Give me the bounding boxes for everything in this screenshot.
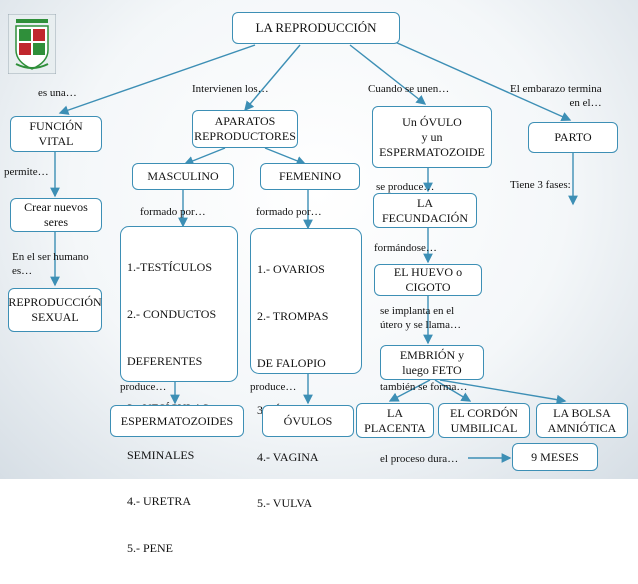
school-crest-logo [8,14,56,74]
connector-arrows [50,41,578,463]
huevo-cigoto-node: EL HUEVO o CIGOTO [374,264,482,296]
reproduccion-sexual-node: REPRODUCCIÓN SEXUAL [8,288,102,332]
label-se-produce: se produce… [376,181,435,193]
crear-nuevos-seres-node: Crear nuevos seres [10,198,102,232]
female-organ-item: 2.- TROMPAS [257,309,329,324]
label-tiene-3-fases: Tiene 3 fases: [510,179,571,191]
label-intervienen: Intervienen los… [192,83,269,95]
ovulo-espermatozoide-node: Un ÓVULO y un ESPERMATOZOIDE [372,106,492,168]
label-tambien-se-forma: también se forma… [380,381,468,393]
label-formandose: formándose… [374,242,437,254]
male-organ-item: 4.- URETRA [127,494,191,509]
male-organ-item: 5.- PENE [127,541,173,556]
label-se-implanta: se implanta en el útero y se llama… [380,305,461,332]
male-organ-item: DEFERENTES [127,353,203,368]
male-organ-item: 1.-TESTÍCULOS [127,260,212,275]
masculino-node: MASCULINO [132,163,234,190]
label-produce-masculino: produce… [120,381,167,393]
aparatos-reproductores-node: APARATOS REPRODUCTORES [192,110,298,148]
placenta-node: LA PLACENTA [356,403,434,438]
embrion-feto-node: EMBRIÓN y luego FETO [380,345,484,380]
ovulos-node: ÓVULOS [262,405,354,437]
female-organ-item: 4.- VAGINA [257,449,319,464]
espermatozoides-node: ESPERMATOZOIDES [110,405,244,437]
male-organs-list: 1.-TESTÍCULOS 2.- CONDUCTOS DEFERENTES 3… [120,226,238,555]
female-organ-item: 1.- OVARIOS [257,262,325,277]
cordon-umbilical-node: EL CORDÓN UMBILICAL [438,403,530,438]
female-organs-list: 1.- OVARIOS 2.- TROMPAS DE FALOPIO 3.- Ú… [250,228,362,510]
diagram-title: LA REPRODUCCIÓN [232,12,400,44]
label-permite: permite… [4,166,49,178]
female-organ-item: DE FALOPIO [257,355,326,370]
label-proceso-dura: el proceso dura… [380,453,459,465]
funcion-vital-node: FUNCIÓN VITAL [10,116,102,152]
label-es-una: es una… [38,87,77,99]
label-en-el-ser-humano: En el ser humano es… [12,251,89,278]
label-embarazo-termina: El embarazo termina en el… [510,83,602,110]
label-produce-femenino: produce… [250,381,297,393]
label-formado-por-masculino: formado por… [140,206,206,218]
female-organ-item: 5.- VULVA [257,496,313,511]
label-cuando-se-unen: Cuando se unen… [368,83,450,95]
male-organ-item: SEMINALES [127,447,195,462]
parto-node: PARTO [528,122,618,153]
nueve-meses-node: 9 MESES [512,443,598,471]
label-formado-por-femenino: formado por… [256,206,322,218]
male-organ-item: 2.- CONDUCTOS [127,307,217,322]
femenino-node: FEMENINO [260,163,360,190]
bolsa-amniotica-node: LA BOLSA AMNIÓTICA [536,403,628,438]
fecundacion-node: LA FECUNDACIÓN [373,193,477,228]
